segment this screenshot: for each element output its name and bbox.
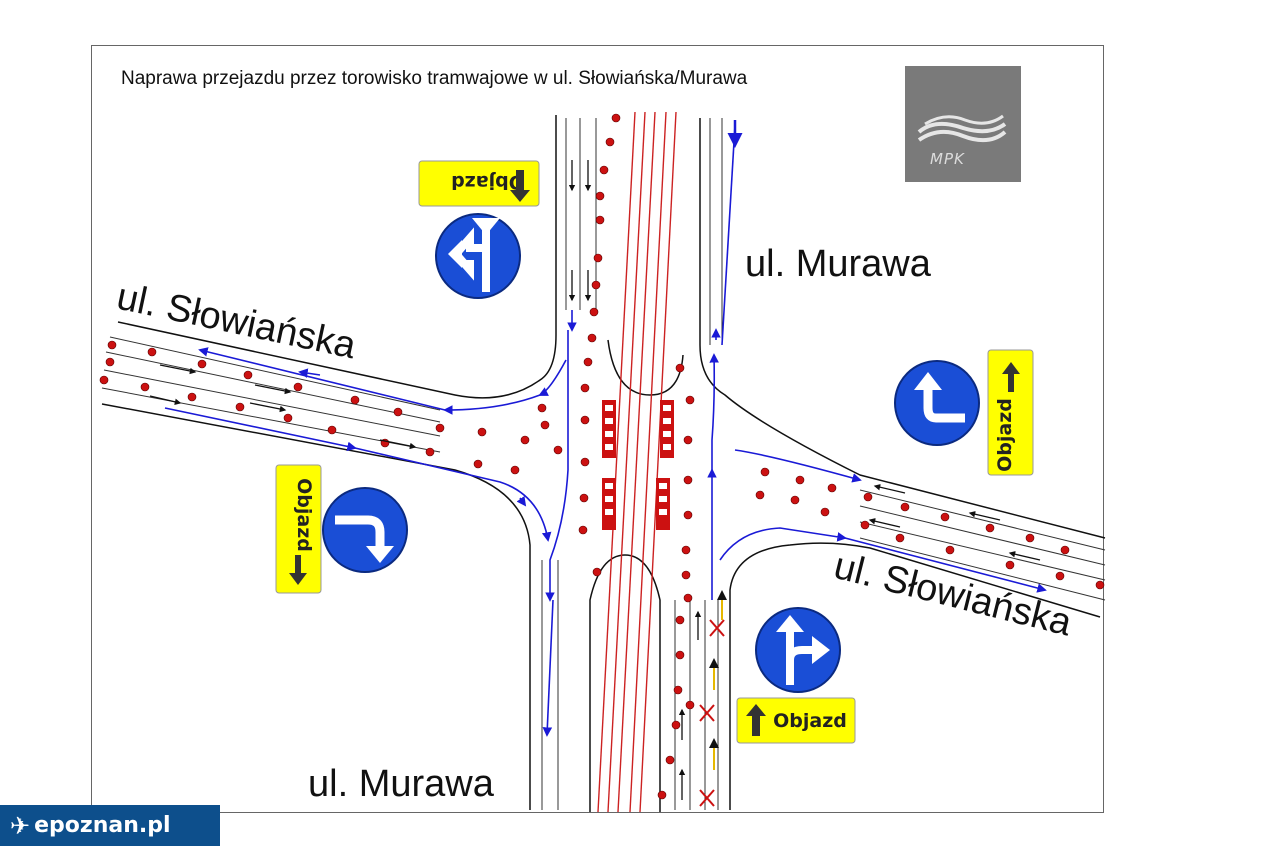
detour-sign-south-label: Objazd: [773, 710, 847, 732]
sign-straight-or-left: [435, 213, 521, 299]
traffic-flow-arrows: [164, 120, 1047, 737]
arrow-down-icon: [289, 555, 307, 585]
arrow-up-icon: [510, 170, 530, 202]
street-label-murawa-north: ul. Murawa: [745, 243, 932, 285]
temporary-lane-arrows: [709, 590, 727, 770]
mpk-logo: [905, 66, 1021, 182]
lane-lines: [101, 118, 1106, 810]
sign-turn-left-up: [894, 360, 980, 446]
detour-sign-south: Objazd: [736, 697, 856, 744]
detour-sign-west: Objazd: [275, 464, 322, 594]
lane-arrows: [149, 160, 1041, 800]
arrow-up-icon: [1002, 362, 1020, 392]
arrow-up-icon: [746, 704, 766, 736]
source-badge-label: epoznan.pl: [34, 813, 171, 838]
wave-logo-icon: [917, 114, 1007, 143]
traffic-cones: [99, 113, 1105, 800]
street-label-murawa-south: ul. Murawa: [308, 763, 495, 805]
mpk-logo-text: MPK: [930, 150, 965, 168]
sign-straight-or-right: [755, 607, 841, 693]
crossed-lane-marks: [699, 619, 725, 807]
construction-barriers: [602, 400, 674, 530]
source-badge[interactable]: ✈ epoznan.pl: [0, 805, 220, 846]
detour-sign-east: Objazd: [987, 349, 1034, 476]
detour-sign-east-label: Objazd: [994, 398, 1016, 472]
page-title: Naprawa przejazdu przez torowisko tramwa…: [121, 68, 748, 89]
road-edges: [101, 115, 1106, 812]
detour-sign-west-label: Objazd: [293, 478, 315, 552]
detour-sign-north-label: Objazd: [451, 171, 525, 193]
epoznan-logo-icon: ✈: [10, 811, 31, 840]
sign-turn-right-down: [322, 487, 408, 573]
tram-tracks: [597, 111, 677, 813]
detour-sign-north: Objazd: [418, 160, 540, 207]
